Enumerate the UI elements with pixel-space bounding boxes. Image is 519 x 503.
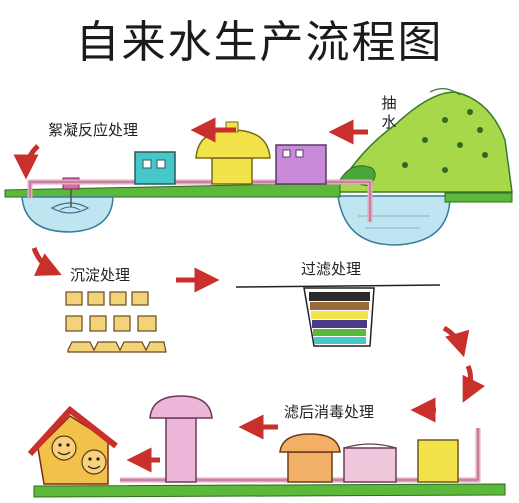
house-with-faces bbox=[27, 405, 118, 485]
building-purple bbox=[275, 144, 327, 185]
building-teal bbox=[134, 151, 176, 185]
ground-strip-top bbox=[4, 182, 513, 203]
arrow-coagulation-down bbox=[13, 144, 40, 180]
label-sedimentation: 沉淀处理 bbox=[70, 266, 131, 284]
sedimentation-plates bbox=[65, 291, 167, 353]
tank-yellow bbox=[417, 439, 459, 483]
reservoir bbox=[337, 195, 451, 246]
tank-pink bbox=[343, 443, 397, 483]
filter-bed bbox=[235, 284, 441, 347]
label-coagulation: 絮凝反应处理 bbox=[48, 121, 139, 139]
arrow-filtration-down-1 bbox=[442, 325, 470, 358]
bottom-pipeline bbox=[120, 428, 481, 483]
ground-strip-bottom bbox=[33, 483, 506, 498]
coagulation-tank bbox=[21, 177, 114, 233]
arrow-filtration-down-2 bbox=[462, 365, 486, 403]
water-tower-pink bbox=[149, 395, 213, 483]
page-title: 自来水生产流程图 bbox=[75, 17, 444, 68]
label-filtration: 过滤处理 bbox=[301, 260, 362, 278]
tank-orange bbox=[279, 433, 341, 483]
hill-with-trees bbox=[333, 88, 513, 193]
label-pump: 抽水 bbox=[381, 94, 397, 131]
label-disinfection: 滤后消毒处理 bbox=[284, 403, 375, 421]
arrow-to-sedimentation bbox=[31, 247, 62, 276]
